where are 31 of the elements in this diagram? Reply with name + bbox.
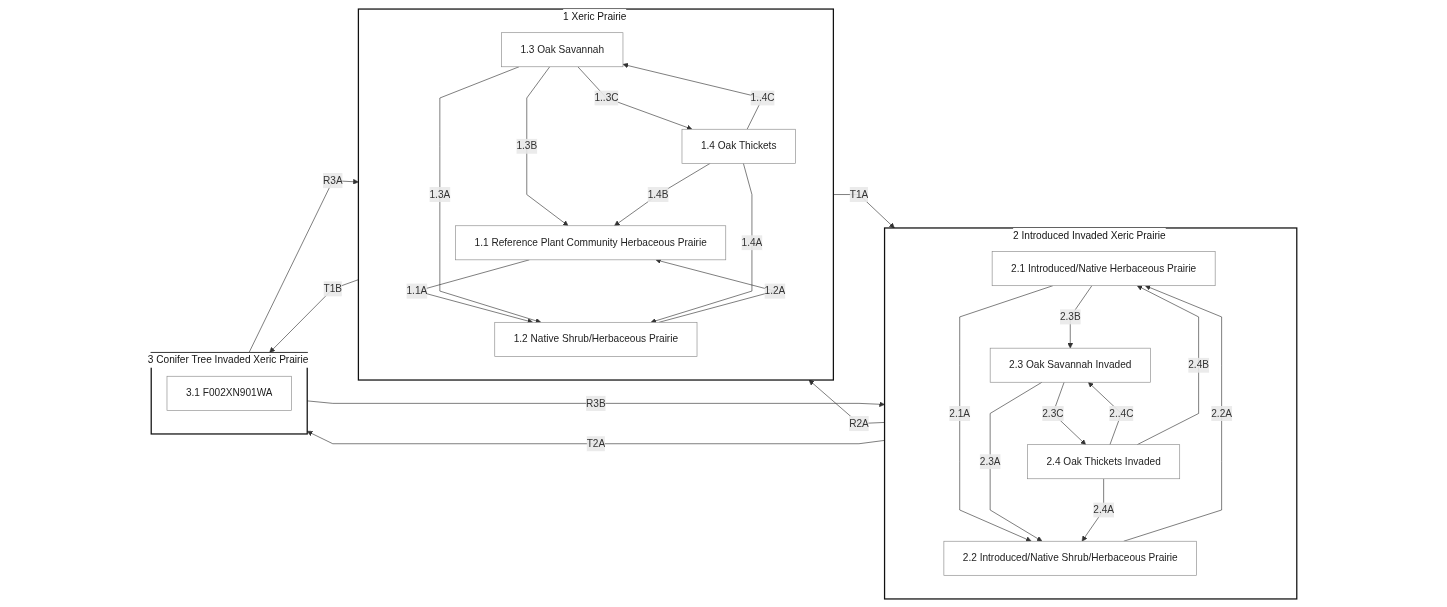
node-box: 3.1 F002XN901WA	[166, 375, 292, 411]
edge-label: 2.3B	[1059, 310, 1081, 322]
edge-label: 2.3C	[1041, 407, 1064, 419]
edge-label: 2.4B	[1187, 359, 1209, 370]
edge-label: 1.3B	[515, 140, 537, 151]
node-box: 1.1 Reference Plant Community Herbaceous Prairie	[454, 224, 726, 260]
node-box: 1.3 Oak Savannah	[500, 31, 623, 67]
edge-label: R2A	[848, 417, 869, 429]
edge-label: R3B	[585, 397, 606, 408]
edge-label: 1.3A	[428, 188, 450, 200]
edge-label: 1.1A	[405, 284, 427, 296]
edge-label: 2..4C	[1108, 407, 1133, 419]
node-box: 1.2 Native Shrub/Herbaceous Prairie	[493, 321, 697, 357]
node-box: 2.2 Introduced/Native Shrub/Herbaceous Prairie	[943, 540, 1197, 576]
edge-label: 1..4C	[750, 91, 775, 103]
node-box: 2.1 Introduced/Native Herbaceous Prairie	[991, 250, 1215, 286]
node-box: 1.4 Oak Thickets	[681, 128, 796, 164]
edge-label: 2.1A	[948, 407, 970, 419]
edge-label: 1..3C	[593, 91, 619, 103]
edge-label: 1.4A	[741, 236, 762, 248]
edge-label: 2.4A	[1092, 503, 1114, 515]
edge-label: 2.2A	[1210, 407, 1232, 419]
edge-label: T1B	[323, 282, 342, 294]
edge-label: 1.4B	[647, 188, 668, 200]
node-box: 2.3 Oak Savannah Invaded	[989, 347, 1151, 383]
edge-label: T1A	[849, 188, 868, 200]
node-box: 2.4 Oak Thickets Invaded	[1026, 443, 1180, 479]
edge-label: 1.2A	[764, 284, 785, 296]
edge-label: 2.3A	[979, 455, 1001, 467]
edge-label: R3A	[322, 174, 343, 186]
edge-label: T2A	[586, 437, 605, 449]
